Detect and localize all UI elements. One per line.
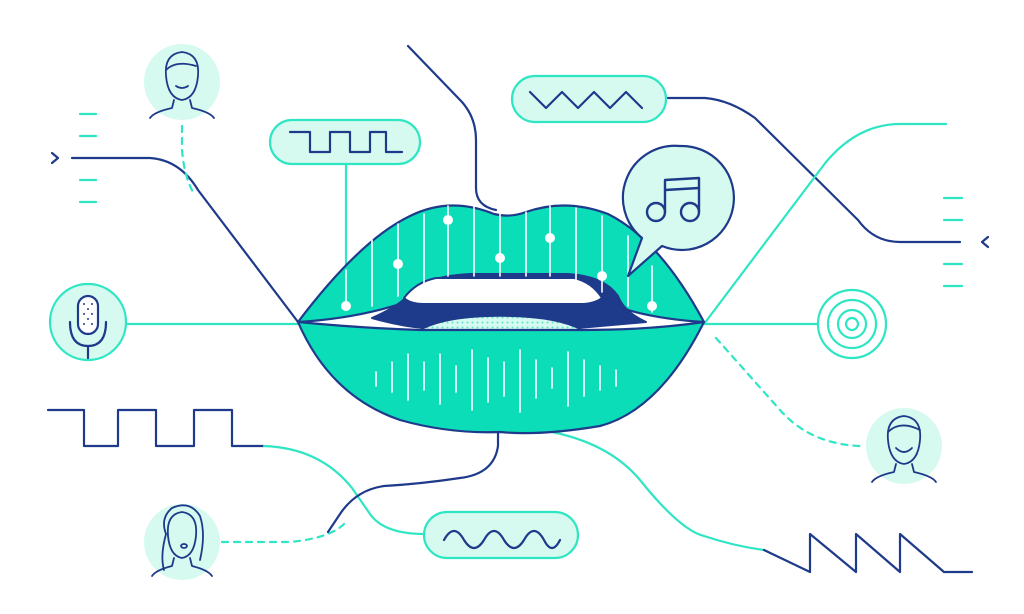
lower-lip <box>296 320 706 435</box>
sine-wave-icon <box>442 529 562 550</box>
square-wave-icon <box>288 130 404 154</box>
dashed-connector-left <box>180 124 196 196</box>
right-input-line <box>666 96 962 244</box>
chevron-left-icon <box>980 235 990 249</box>
sine-wave-pill <box>422 510 580 560</box>
man-smiling-avatar-icon <box>866 408 942 484</box>
left-level-dashes <box>78 112 98 204</box>
lower-right-line <box>550 430 766 552</box>
tongue <box>419 315 583 331</box>
right-level-dashes <box>942 196 964 288</box>
microphone-icon <box>68 294 108 360</box>
square-wave-pill <box>268 118 422 166</box>
lower-lip-waveform <box>375 349 617 413</box>
sine-connector <box>262 444 426 536</box>
man-avatar-icon <box>144 44 220 120</box>
lips-icon <box>296 204 706 435</box>
concentric-circles-icon <box>816 288 888 360</box>
upper-right-line <box>702 122 948 326</box>
woman-avatar-icon <box>144 504 220 580</box>
chevron-right-icon <box>50 151 60 165</box>
dashed-connector-bottom <box>220 522 346 544</box>
bottom-sawtooth-wave <box>762 532 974 574</box>
speech-bubble <box>621 144 736 278</box>
microphone-badge <box>48 282 128 362</box>
triangle-wave-icon <box>528 90 644 110</box>
music-note-icon <box>645 176 701 223</box>
speech-bubble-shape <box>621 144 736 278</box>
upper-lip-slider-knobs <box>341 215 657 311</box>
teeth <box>403 277 603 305</box>
top-line <box>406 44 498 212</box>
left-input-line <box>70 156 300 324</box>
lower-lip-line <box>326 428 500 534</box>
dashed-connector-right <box>714 336 862 448</box>
triangle-wave-pill <box>510 74 668 124</box>
microphone-grille <box>83 303 93 325</box>
bottom-square-wave <box>46 408 266 448</box>
connector-lines <box>46 44 990 574</box>
